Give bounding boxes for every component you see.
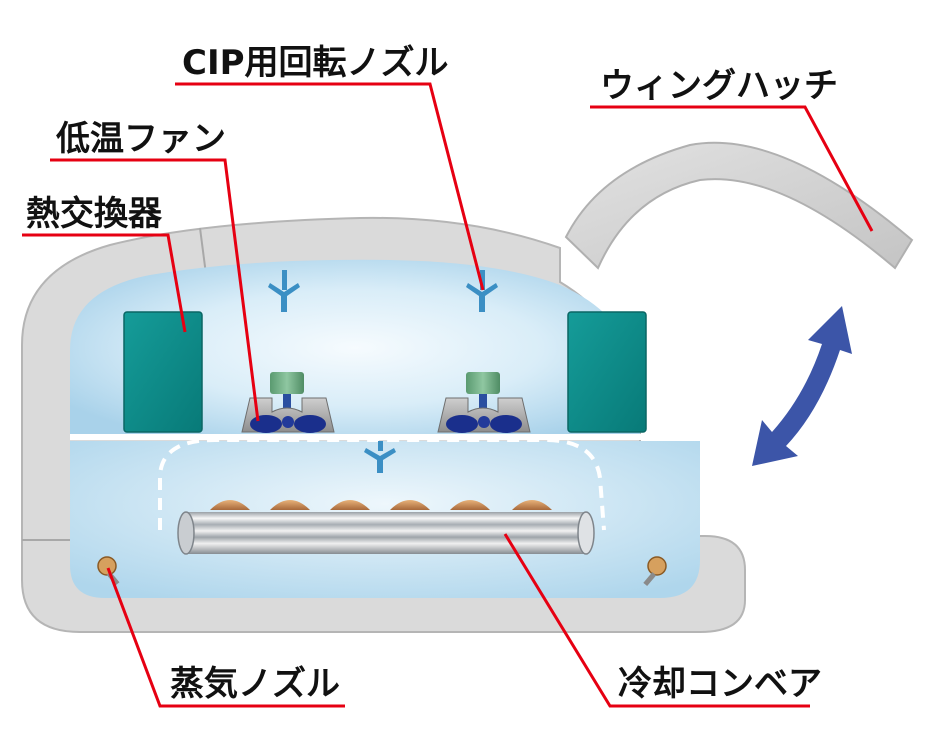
product-item <box>390 500 430 510</box>
leader-heat-exchanger <box>22 233 187 333</box>
label-heat-exchanger: 熱交換器 <box>26 194 163 234</box>
cip-nozzle-left <box>268 270 300 312</box>
product-item <box>450 500 490 510</box>
products <box>210 500 552 510</box>
product-item <box>270 500 310 510</box>
leader-cip-nozzle <box>175 82 485 291</box>
divider-plate <box>70 434 700 440</box>
cooling-conveyor <box>177 511 595 555</box>
label-cooling-conveyor: 冷却コンベア <box>618 664 822 704</box>
steam-nozzle-right <box>643 556 667 587</box>
product-item <box>512 500 552 510</box>
cip-nozzle-center <box>364 441 396 473</box>
product-item <box>210 500 250 510</box>
leader-low-temp-fan <box>50 158 260 422</box>
label-steam-nozzle: 蒸気ノズル <box>170 664 340 704</box>
heat-exchanger-right <box>567 311 647 433</box>
fan-left <box>241 372 335 433</box>
fan-right <box>437 372 531 433</box>
product-item <box>330 500 370 510</box>
leader-lines <box>22 82 874 708</box>
heat-exchanger-left <box>123 311 203 433</box>
leader-cooling-conveyor <box>503 533 810 708</box>
label-wing-hatch: ウィングハッチ <box>600 66 838 106</box>
label-cip-nozzle: CIP用回転ノズル <box>182 43 449 83</box>
cip-nozzle-right <box>466 270 498 312</box>
label-low-temp-fan: 低温ファン <box>56 119 226 159</box>
leader-steam-nozzle <box>106 567 345 708</box>
airflow-guide-dashed <box>158 438 606 531</box>
wing-hatch <box>564 141 914 270</box>
hatch-swing-arrow <box>752 306 852 466</box>
leader-wing-hatch <box>590 105 874 232</box>
